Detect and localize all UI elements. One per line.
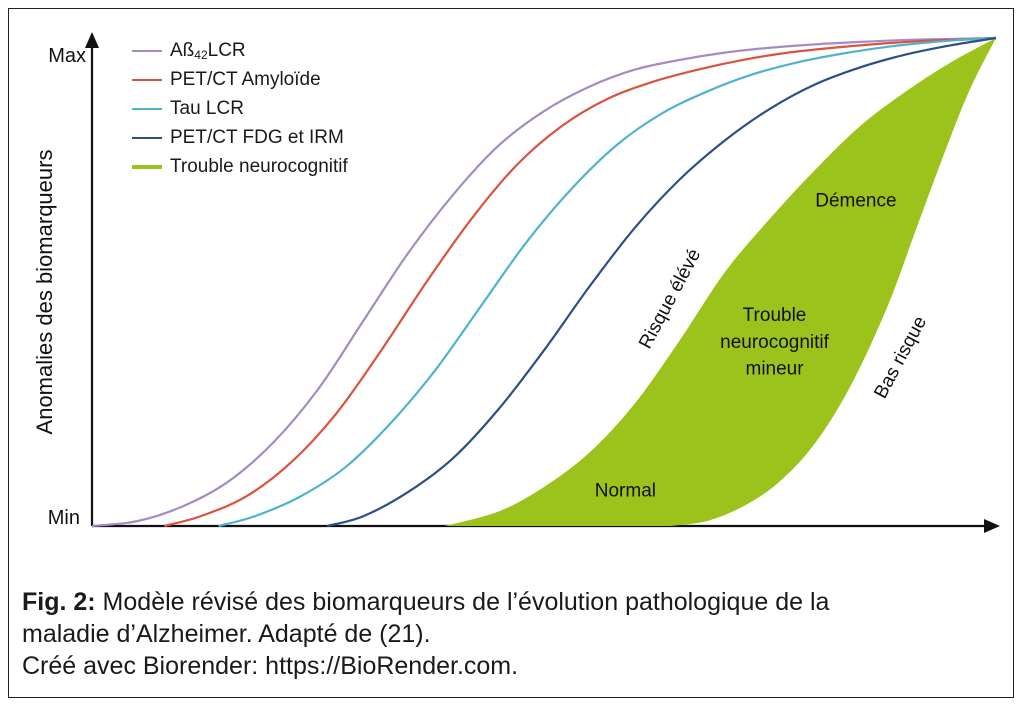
- y-axis-label: Anomalies des biomarqueurs: [32, 150, 57, 435]
- caption-line-2: maladie d’Alzheimer. Adapté de (21).: [22, 620, 431, 648]
- series-band-trouble-neurocognitif: [444, 38, 996, 526]
- caption-lead: Fig. 2:: [22, 588, 96, 616]
- legend-swatch: [132, 164, 162, 169]
- legend-swatch: [132, 136, 162, 139]
- series-line-1: [91, 36, 997, 528]
- series-line-3: [218, 36, 997, 528]
- region-annotation: Trouble: [743, 305, 807, 326]
- y-tick-label: Min: [48, 507, 80, 529]
- region-annotation: mineur: [745, 359, 804, 380]
- legend-swatch: [132, 49, 162, 52]
- caption-line-1: Modèle révisé des biomarqueurs de l’évol…: [95, 588, 830, 616]
- caption-line-3: Créé avec Biorender: https://BioRender.c…: [22, 652, 519, 680]
- legend-label: PET/CT Amyloïde: [170, 68, 321, 90]
- legend-label: PET/CT FDG et IRM: [170, 126, 344, 148]
- legend-label: Trouble neurocognitif: [170, 155, 348, 177]
- series-line-4: [326, 36, 997, 528]
- chart-series: [91, 36, 997, 528]
- region-annotation: Bas risque: [870, 313, 931, 402]
- legend-item: Trouble neurocognitif: [132, 152, 348, 181]
- legend-swatch: [132, 107, 162, 110]
- legend-label: Aß42LCR: [170, 39, 246, 62]
- region-annotation: Démence: [815, 190, 896, 211]
- series-line-2: [164, 36, 997, 528]
- legend-item: Aß42LCR: [132, 36, 348, 65]
- figure-caption: Fig. 2: Modèle révisé des biomarqueurs d…: [22, 586, 1002, 682]
- x-axis-arrow: [984, 519, 1000, 533]
- legend-item: PET/CT FDG et IRM: [132, 123, 348, 152]
- legend-item: Tau LCR: [132, 94, 348, 123]
- legend-swatch: [132, 78, 162, 81]
- legend-item: PET/CT Amyloïde: [132, 65, 348, 94]
- region-annotation: neurocognitif: [720, 332, 830, 353]
- region-annotation: Normal: [595, 481, 656, 502]
- y-tick-label: Max: [48, 45, 86, 67]
- y-axis-arrow: [85, 32, 99, 48]
- legend-label: Tau LCR: [170, 97, 244, 119]
